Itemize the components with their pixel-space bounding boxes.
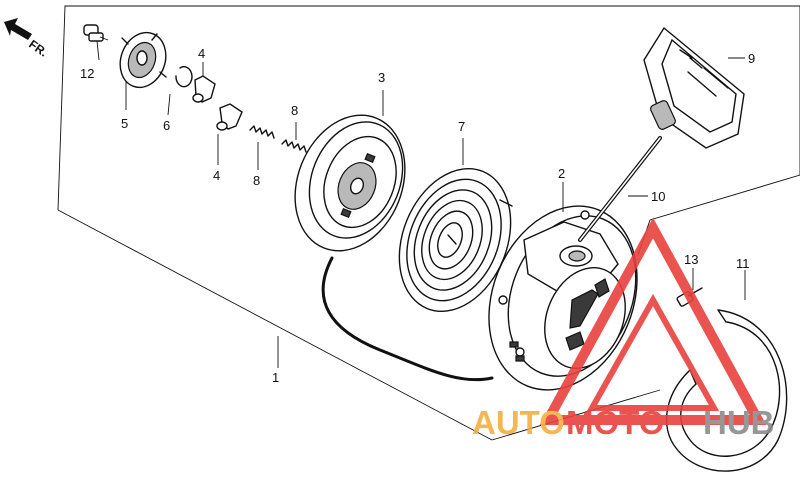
part-6-clip (167, 65, 193, 116)
part-4-pawl-upper (192, 62, 216, 103)
callout-5: 5 (121, 116, 128, 131)
callout-4-lower: 4 (213, 168, 220, 183)
watermark-triangle-inner-icon (586, 293, 720, 411)
part-10-rope (578, 136, 662, 242)
part-8-spring-right (281, 122, 307, 153)
part-8-spring-left (249, 125, 275, 170)
callout-labels: 1 2 3 4 4 5 6 7 8 8 9 10 11 12 13 (80, 46, 755, 385)
front-direction-label: FR. (26, 37, 50, 60)
part-4-pawl-lower (216, 103, 243, 165)
watermark-text-auto: AUTO (472, 404, 565, 441)
callout-13: 13 (684, 252, 698, 267)
callout-2: 2 (558, 166, 565, 181)
front-direction-arrow: FR. (4, 18, 50, 60)
part-3-reel-pulley (294, 90, 406, 252)
callout-1: 1 (272, 370, 279, 385)
callout-7: 7 (458, 119, 465, 134)
callout-10: 10 (651, 189, 665, 204)
part-9-starter-grip (643, 26, 745, 149)
automotohub-watermark: AUTO MOTO HUB (472, 217, 775, 441)
callout-8-upper: 8 (291, 103, 298, 118)
watermark-text-moto: MOTO (566, 404, 664, 441)
callout-9: 9 (748, 51, 755, 66)
watermark-text-hub: HUB (703, 404, 775, 441)
callout-11: 11 (736, 256, 750, 271)
part-5-ratchet-plate (119, 31, 167, 110)
callout-12: 12 (80, 66, 94, 81)
part-2-starter-case (488, 182, 638, 391)
callout-4-upper: 4 (198, 46, 205, 61)
callout-6: 6 (163, 118, 170, 133)
watermark-triangle-icon (539, 217, 767, 425)
callout-3: 3 (378, 70, 385, 85)
part-12-bolt (83, 24, 109, 61)
callout-8-lower: 8 (253, 173, 260, 188)
starter-rope (321, 256, 494, 382)
